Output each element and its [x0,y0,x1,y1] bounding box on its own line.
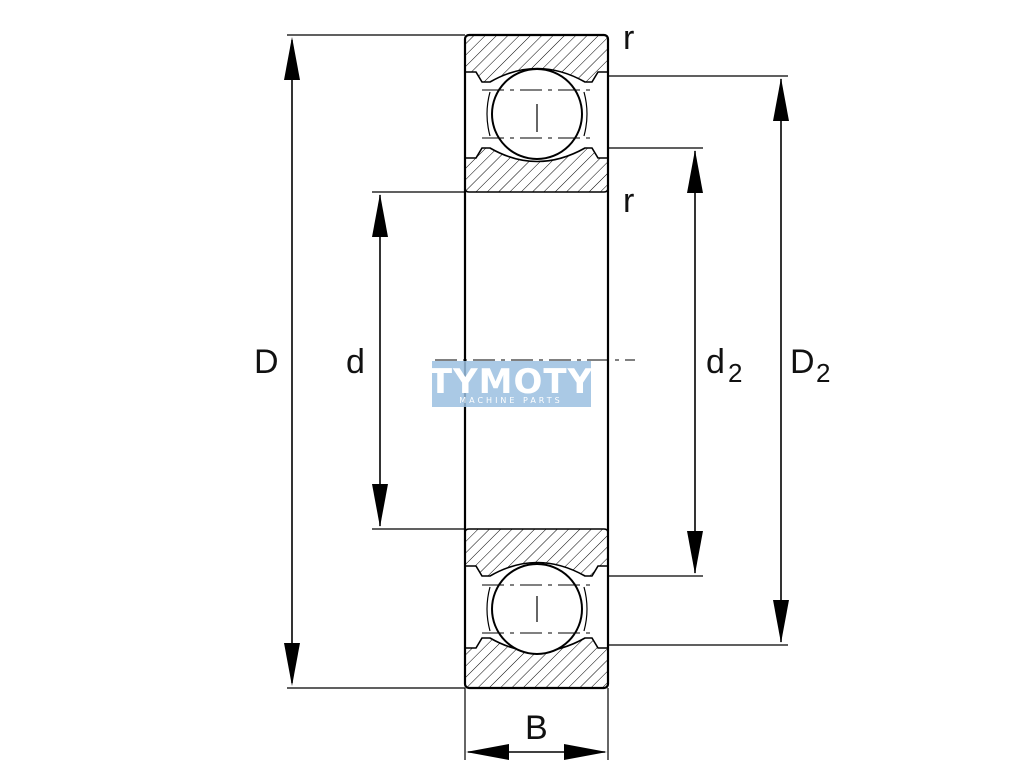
dimension-bore-diameter [372,194,388,527]
label-inner-shoulder: d [706,343,725,381]
dimension-outer-diameter [284,37,300,686]
label-outer-diameter: D [254,343,279,381]
label-bore-diameter: d [346,343,365,381]
top-ball [482,68,592,160]
bottom-ball [482,563,592,655]
dimension-inner-shoulder [687,150,703,574]
label-outer-shoulder-subscript: 2 [816,358,830,388]
label-inner-shoulder-subscript: 2 [728,358,742,388]
label-width: B [525,709,548,747]
dimension-outer-shoulder [773,78,789,643]
label-outer-shoulder: D [790,343,815,381]
top-inner-ring [464,147,609,193]
bottom-inner-ring [464,528,609,577]
watermark-main-text: TYMOTY [429,362,593,402]
extension-lines [287,34,788,760]
label-radius-mid: r [623,182,634,220]
label-radius-top: r [623,19,634,57]
dimension-width [466,744,607,760]
watermark-sub-text: MACHINE PARTS [459,396,563,405]
watermark-logo: TYMOTY MACHINE PARTS [429,361,593,407]
